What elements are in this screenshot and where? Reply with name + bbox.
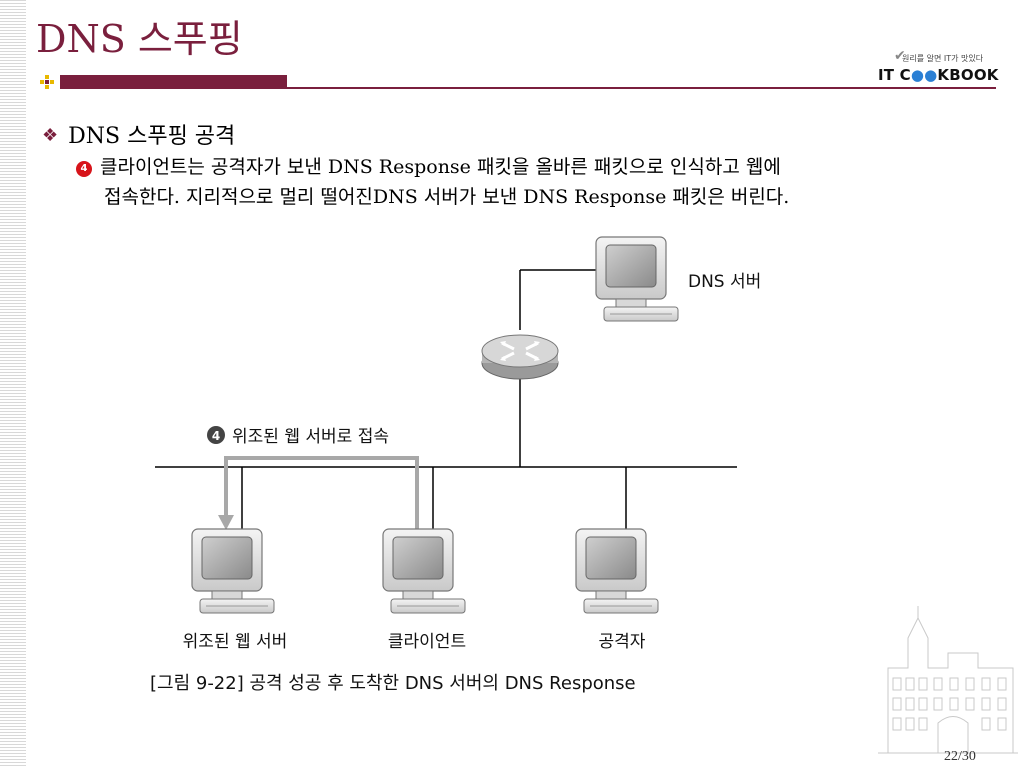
logo-brand-prefix: IT C bbox=[878, 66, 911, 84]
bullet-item: ❖ DNS 스푸핑 공격 bbox=[42, 118, 235, 150]
logo-tagline: 원리를 알면 IT가 맛있다 bbox=[902, 54, 984, 63]
arrow-head-icon bbox=[218, 515, 234, 530]
router-icon bbox=[481, 334, 559, 380]
bullet-text: DNS 스푸핑 공격 bbox=[68, 124, 236, 149]
dns-server-computer-icon bbox=[595, 236, 679, 322]
fake-web-server-computer-icon bbox=[191, 528, 275, 614]
page-number: 22/30 bbox=[944, 749, 976, 764]
publisher-logo: ✔ 원리를 알면 IT가 맛있다 IT C●●KBOOK bbox=[872, 48, 998, 86]
title-rule-block bbox=[60, 75, 287, 88]
check-icon: ✔ bbox=[894, 48, 906, 64]
step-text-line2: 접속한다. 지리적으로 멀리 떨어진DNS 서버가 보낸 DNS Respons… bbox=[104, 186, 790, 208]
step-text-line1: 클라이언트는 공격자가 보낸 DNS Response 패킷을 올바른 패킷으로… bbox=[100, 156, 781, 178]
host-label-client: 클라이언트 bbox=[388, 632, 466, 652]
step-description: 4 클라이언트는 공격자가 보낸 DNS Response 패킷을 올바른 패킷으… bbox=[76, 152, 976, 212]
network-diagram: DNS 서버 4 위조된 웹 서버로 접속 위조된 웹 서버 클라이언트 공격자… bbox=[150, 236, 760, 694]
logo-brand: IT C●●KBOOK bbox=[878, 66, 999, 84]
step-label: 위조된 웹 서버로 접속 bbox=[232, 427, 389, 447]
step-badge-icon bbox=[207, 426, 225, 444]
host-label-fake-server: 위조된 웹 서버 bbox=[183, 632, 288, 652]
slide-title: DNS 스푸핑 bbox=[36, 17, 243, 61]
step-line-1: 4 클라이언트는 공격자가 보낸 DNS Response 패킷을 올바른 패킷으… bbox=[76, 152, 976, 182]
dns-server-label: DNS 서버 bbox=[688, 272, 760, 292]
logo-brand-suffix: KBOOK bbox=[937, 66, 999, 84]
attacker-computer-icon bbox=[575, 528, 659, 614]
figure-caption: [그림 9-22] 공격 성공 후 도착한 DNS 서버의 DNS Respon… bbox=[150, 673, 636, 694]
host-label-attacker: 공격자 bbox=[599, 632, 646, 652]
diamond-bullet-icon: ❖ bbox=[42, 125, 59, 146]
step-badge-number: 4 bbox=[212, 429, 220, 443]
logo-brand-oo: ●● bbox=[910, 66, 938, 84]
spoof-path-arrow bbox=[224, 456, 419, 530]
step-number-badge: 4 bbox=[76, 161, 92, 177]
client-computer-icon bbox=[382, 528, 466, 614]
building-watermark-icon bbox=[878, 606, 1018, 754]
left-stripe-decoration bbox=[0, 0, 26, 768]
title-bullet-icon bbox=[40, 75, 54, 89]
title-rule bbox=[60, 87, 996, 89]
